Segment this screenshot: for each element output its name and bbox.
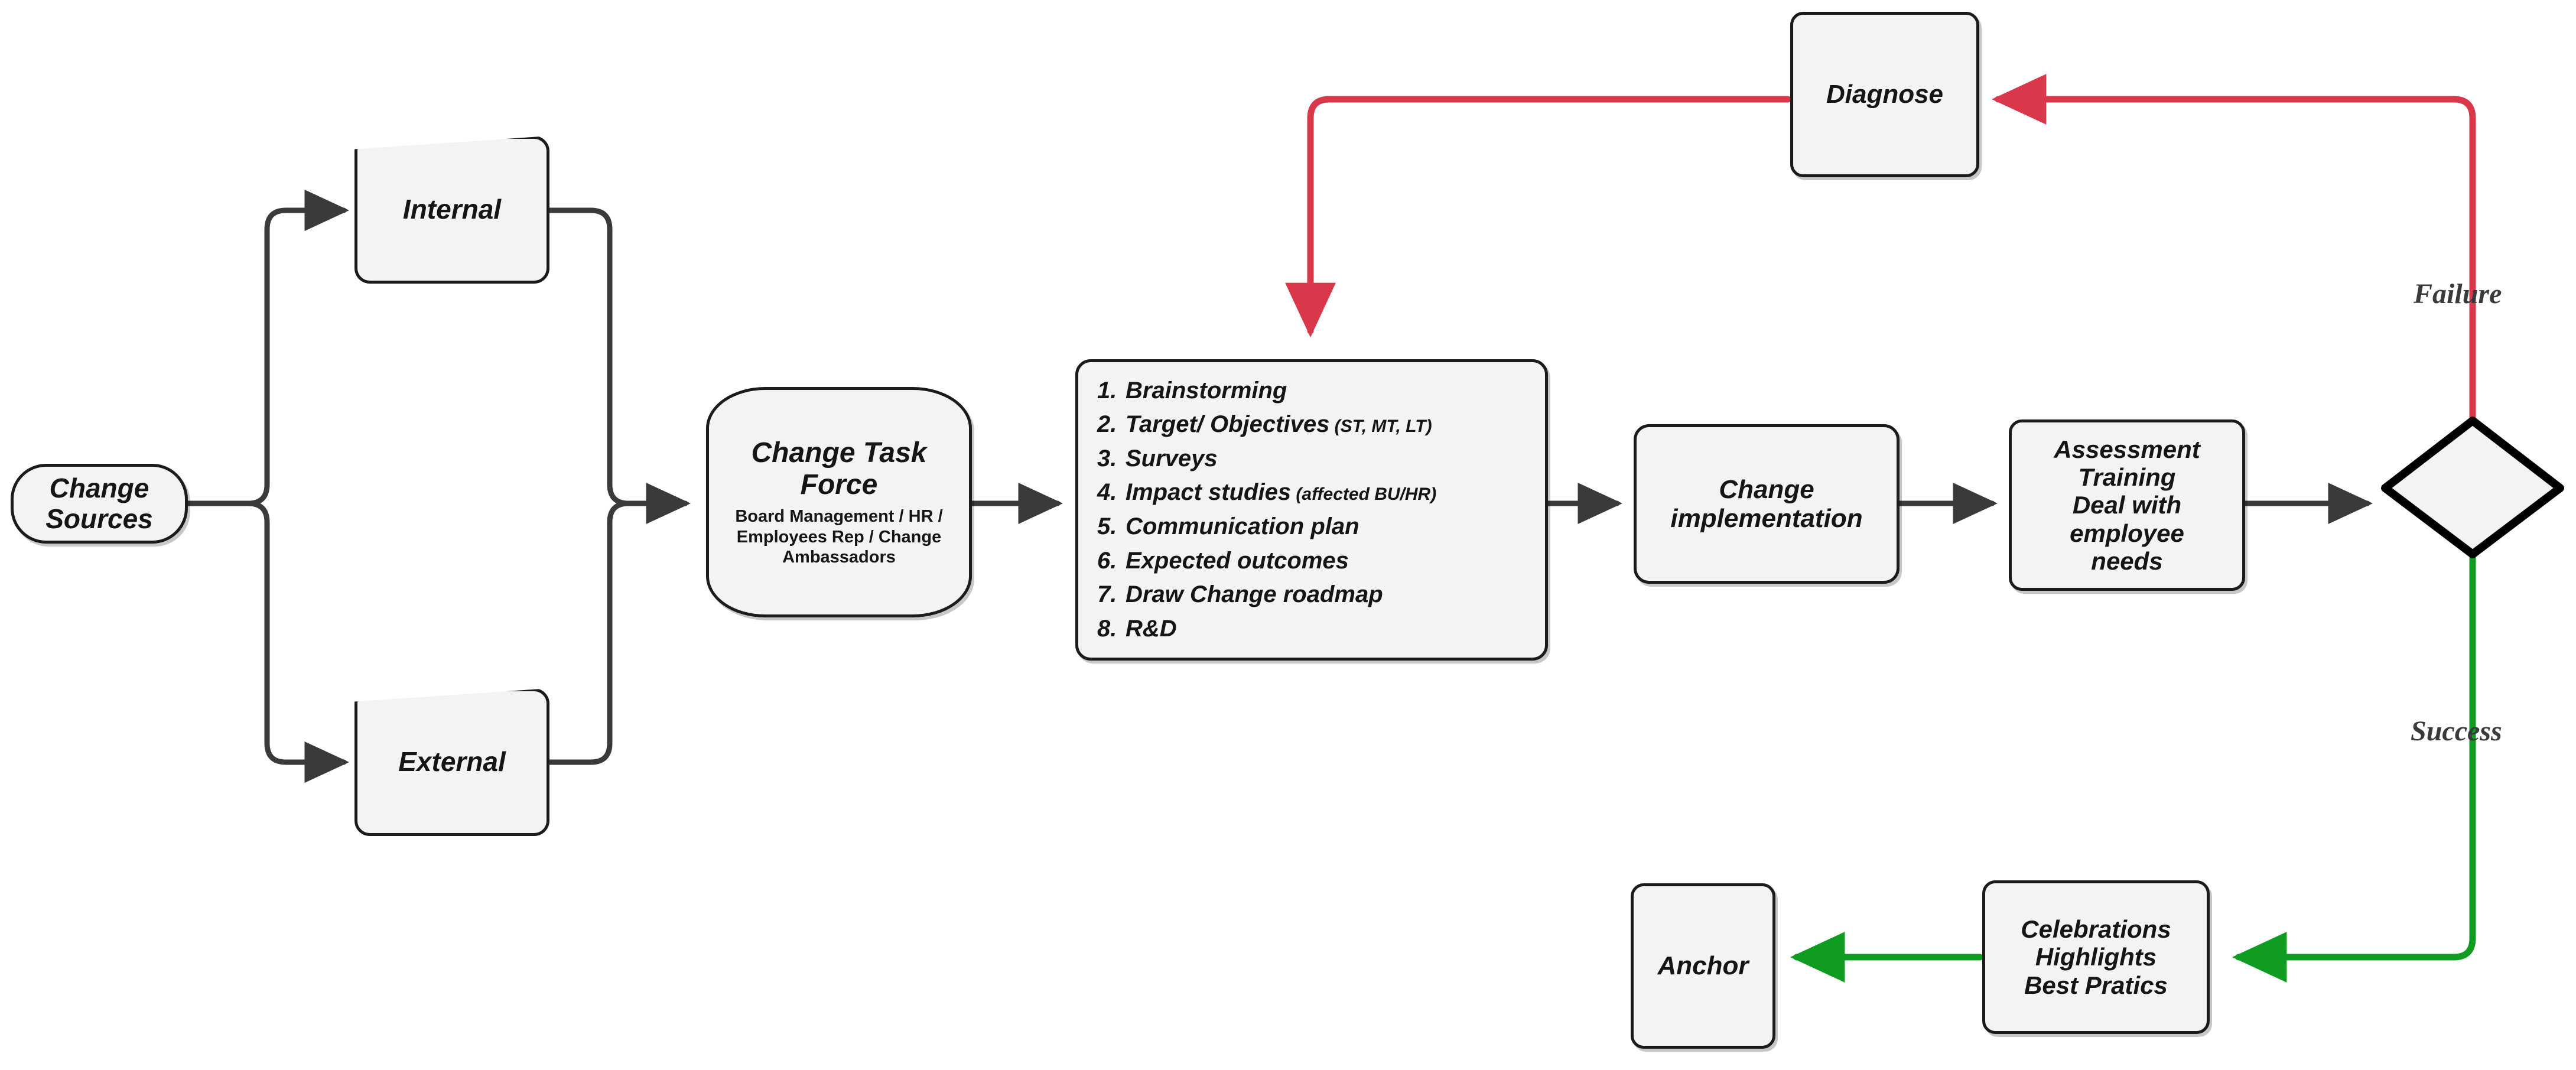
node-change-sources[interactable]: Change Sources: [11, 464, 188, 544]
node-diagnose-label: Diagnose: [1826, 80, 1944, 109]
node-change-sources-label: Change Sources: [45, 472, 153, 534]
node-internal[interactable]: Internal: [354, 136, 549, 284]
step-annotation: (affected BU/HR): [1291, 484, 1437, 505]
step-text: Communication plan: [1126, 513, 1359, 539]
node-external-body: [354, 688, 549, 836]
step-number: 2.: [1097, 411, 1117, 438]
node-anchor[interactable]: Anchor: [1631, 883, 1775, 1049]
node-change-implementation-label: Change implementation: [1670, 474, 1863, 533]
edge-sources-internal: [245, 189, 349, 506]
step-item: 3. Surveys: [1097, 442, 1436, 476]
step-text: Expected outcomes: [1126, 547, 1349, 574]
node-change-implementation[interactable]: Change implementation: [1634, 424, 1900, 584]
step-annotation: (ST, MT, LT): [1329, 417, 1432, 437]
edge-label-failure: Failure: [2414, 278, 2502, 310]
step-number: 3.: [1097, 445, 1117, 471]
node-steps-list[interactable]: 1. Brainstorming 2. Target/ Objectives (ST,…: [1075, 359, 1548, 661]
edge-diagnose-to-steps: [1285, 96, 1791, 337]
node-celebrations-label: Celebrations Highlights Best Pratics: [2021, 915, 2171, 999]
edge-label-success: Success: [2411, 715, 2502, 747]
step-item: 8. R&D: [1097, 612, 1436, 646]
node-assessment-training[interactable]: Assessment Training Deal with employee n…: [2009, 419, 2245, 591]
step-number: 6.: [1097, 547, 1117, 574]
step-item: 2. Target/ Objectives (ST, MT, LT): [1097, 408, 1436, 442]
step-number: 4.: [1097, 479, 1117, 506]
node-assessment-training-label: Assessment Training Deal with employee n…: [2054, 435, 2200, 575]
edge-success-to-celebrations: [2232, 552, 2476, 983]
step-text: Surveys: [1126, 445, 1218, 471]
step-text: Brainstorming: [1126, 377, 1287, 404]
node-external[interactable]: External: [354, 688, 549, 836]
step-item: 4. Impact studies (affected BU/HR): [1097, 476, 1436, 510]
step-item: 6. Expected outcomes: [1097, 544, 1436, 578]
step-number: 7.: [1097, 581, 1117, 608]
edge-sources-external: [245, 500, 349, 783]
step-item: 1. Brainstorming: [1097, 374, 1436, 408]
steps-ordered-list: 1. Brainstorming 2. Target/ Objectives (ST,…: [1094, 374, 1436, 646]
edge-external-taskforce: [547, 500, 632, 765]
step-text: Target/ Objectives: [1126, 411, 1330, 438]
node-anchor-label: Anchor: [1657, 951, 1749, 981]
node-celebrations[interactable]: Celebrations Highlights Best Pratics: [1982, 880, 2210, 1034]
step-item: 5. Communication plan: [1097, 510, 1436, 544]
step-text: R&D: [1126, 615, 1177, 642]
step-text: Draw Change roadmap: [1126, 581, 1383, 608]
step-number: 8.: [1097, 615, 1117, 642]
node-decision-diamond[interactable]: [2384, 419, 2561, 555]
node-internal-label: Internal: [402, 194, 502, 225]
node-change-task-force[interactable]: Change Task Force Board Management / HR …: [706, 387, 972, 617]
node-external-label: External: [398, 746, 506, 778]
step-number: 1.: [1097, 377, 1117, 404]
step-item: 7. Draw Change roadmap: [1097, 578, 1436, 612]
node-change-task-force-subtitle: Board Management / HR / Employees Rep / …: [735, 507, 943, 567]
step-number: 5.: [1097, 513, 1117, 539]
node-change-task-force-title: Change Task Force: [751, 437, 927, 500]
edge-failure-to-diagnose: [1992, 74, 2476, 423]
edge-internal-taskforce: [547, 207, 691, 525]
step-text: Impact studies: [1126, 479, 1292, 506]
node-diagnose[interactable]: Diagnose: [1790, 12, 1979, 177]
